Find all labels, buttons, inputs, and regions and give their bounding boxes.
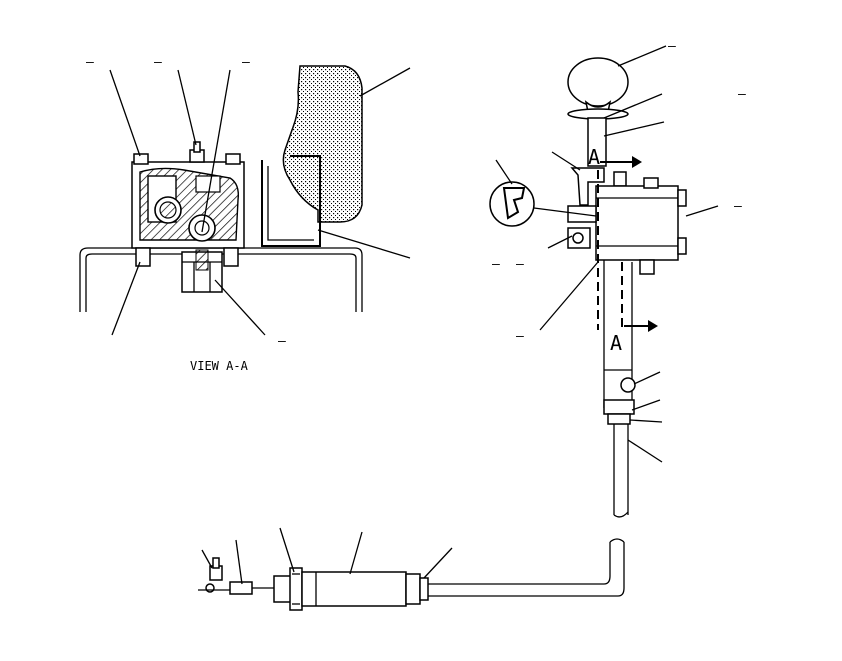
valve-block (595, 185, 679, 261)
callout-label: – (738, 87, 746, 102)
callout-label: – (516, 329, 524, 344)
callout-label: – (242, 55, 250, 70)
callout-label: – (86, 55, 94, 70)
callout-label: – (734, 199, 742, 214)
callout-label: – (668, 39, 676, 54)
control-assembly: A A – – – – – – (489, 39, 746, 518)
callout-label: – (278, 334, 286, 349)
section-view-a-a: – – – – VIEW A-A (79, 55, 411, 373)
callout-label: – (516, 257, 524, 272)
cable-assembly (198, 527, 625, 611)
section-mark: A (610, 331, 622, 355)
section-mark: A (588, 145, 600, 169)
callout-label: – (492, 257, 500, 272)
view-label: VIEW A-A (190, 359, 249, 373)
control-knob (567, 57, 629, 107)
callout-label: – (154, 55, 162, 70)
padding-block (282, 65, 363, 223)
